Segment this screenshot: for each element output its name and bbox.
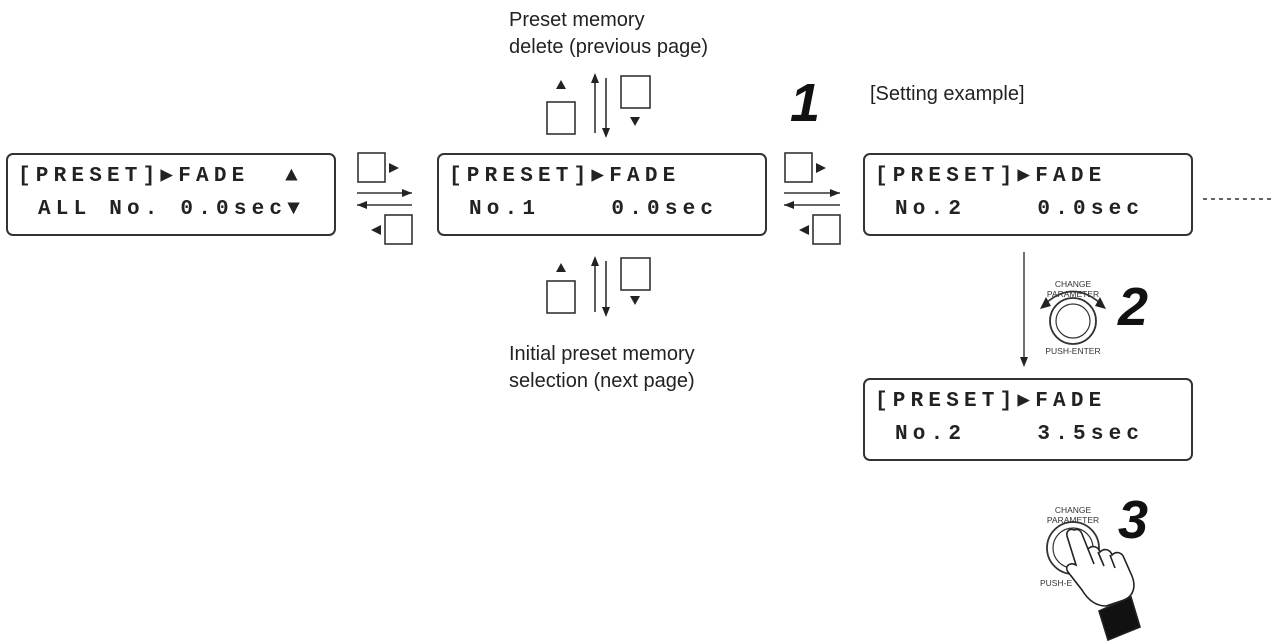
down-button-icon [620,75,651,109]
initial-label-line2: selection (next page) [509,370,695,392]
hand-pointer-icon [1065,528,1141,642]
step-number-3: 3 [1118,490,1149,550]
step-number-1: 1 [790,73,821,133]
left-button-icon [812,214,841,245]
right-button-icon [357,152,386,183]
nav-buttons-left [357,152,413,245]
delete-label-line1: Preset memory [509,9,645,31]
knob-change-label: CHANGE [1054,279,1092,289]
left-button-icon [384,214,413,245]
knob-parameter-label: PARAMETER [1046,289,1100,299]
lcd-display-no1: [PRESET]▶FADE No.1 0.0sec [437,153,767,236]
lcd-line-2: No.2 3.5sec [895,423,1145,446]
up-button-icon [546,101,576,135]
updown-buttons-bottom [546,256,651,317]
flow-arrow-down [1020,252,1028,367]
lcd-display-all: [PRESET]▶FADE ▲ ALL No. 0.0sec▼ [6,153,336,236]
down-button-icon [620,257,651,291]
knob-push-enter-label: PUSH-ENTER [1045,346,1101,356]
lcd-line-1: [PRESET]▶FADE [449,165,681,188]
lcd-line-1: [PRESET]▶FADE [875,390,1107,413]
rotate-knob-icon [1040,290,1106,345]
right-button-icon [784,152,813,183]
knob-change-label: CHANGE [1054,505,1092,515]
initial-label-line1: Initial preset memory [509,343,695,365]
lcd-line-1: [PRESET]▶FADE ▲ [18,165,303,188]
setting-example-label: [Setting example] [870,83,1025,105]
lcd-display-no2: [PRESET]▶FADE No.2 0.0sec [863,153,1193,236]
step-number-2: 2 [1118,277,1149,337]
lcd-display-no2-set: [PRESET]▶FADE No.2 3.5sec [863,378,1193,461]
knob-push-enter-label: PUSH-E [1040,578,1073,588]
up-button-icon [546,280,576,314]
lcd-line-2: No.1 0.0sec [469,198,719,221]
lcd-line-2: ALL No. 0.0sec▼ [38,198,306,221]
knob-parameter-label: PARAMETER [1046,515,1100,525]
updown-buttons-top [546,73,651,138]
lcd-line-1: [PRESET]▶FADE [875,165,1107,188]
delete-label-line2: delete (previous page) [509,36,709,58]
lcd-line-2: No.2 0.0sec [895,198,1145,221]
nav-buttons-right [784,152,841,245]
